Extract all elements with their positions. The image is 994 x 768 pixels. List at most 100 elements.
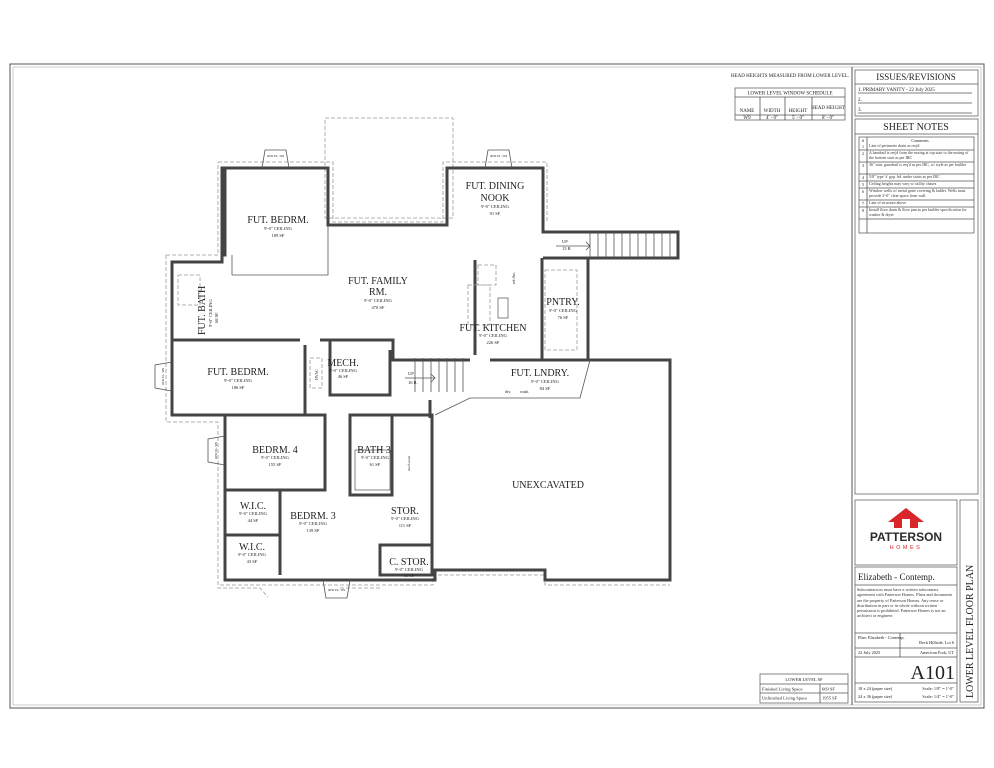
- window-schedule: HEAD HEIGHTS MEASURED FROM LOWER LEVEL. …: [731, 74, 849, 121]
- refrigerator-label: ref./frz.: [511, 272, 516, 284]
- plan-walls: [170, 166, 680, 582]
- window-tag: 4050 EL. W9: [328, 588, 346, 592]
- head-height-note: HEAD HEIGHTS MEASURED FROM LOWER LEVEL.: [731, 74, 849, 79]
- note-number: 4: [862, 175, 864, 180]
- svg-text:139 SF: 139 SF: [307, 528, 320, 533]
- revisions-title: ISSUES/REVISIONS: [876, 72, 956, 82]
- room-fut-bedrm-2: FUT. BEDRM. 9'-0" CEILING 186 SF: [207, 367, 268, 390]
- paper-size: 18 x 24 (paper size): [858, 686, 893, 691]
- note-text: Line of perimeter drain as req'd: [869, 143, 920, 148]
- svg-text:9'-0" CEILING: 9'-0" CEILING: [481, 204, 510, 209]
- room-stor: STOR. 9'-0" CEILING 111 SF: [391, 506, 420, 528]
- svg-text:W.I.C.: W.I.C.: [240, 501, 266, 512]
- svg-text:NOOK: NOOK: [481, 193, 511, 204]
- svg-text:155 SF: 155 SF: [269, 462, 282, 467]
- shelf-panel-label: shelf panel: [407, 456, 411, 471]
- scale: Scale: 1/8" = 1'-0": [922, 686, 954, 691]
- hvac-label: HVAC: [314, 369, 319, 380]
- disclaimer: Subcontractors must have a written subco…: [857, 587, 953, 619]
- window-tag: 4050 EL. W9: [267, 154, 285, 158]
- date: 22 July 2025: [858, 650, 880, 655]
- window-tag: 4050 EL. W9: [161, 367, 165, 385]
- notes-header: Comments: [911, 138, 929, 143]
- revision-item: 1. PRIMARY VANITY - 22 July 2025: [858, 88, 935, 93]
- svg-text:470 SF: 470 SF: [372, 305, 385, 310]
- svg-text:9'-0" CEILING: 9'-0" CEILING: [224, 378, 253, 383]
- location: American Fork, UT: [920, 650, 954, 656]
- cell: W9: [743, 116, 751, 121]
- svg-text:9'-0" CEILING: 9'-0" CEILING: [391, 516, 420, 521]
- note-number: 5: [862, 182, 864, 187]
- project-name: Elizabeth - Contemp.: [858, 572, 935, 582]
- svg-text:46 SF: 46 SF: [338, 374, 349, 379]
- room-fut-family-rm: FUT. FAMILY RM. 9'-0" CEILING 470 SF: [348, 276, 408, 310]
- notes-header: #: [862, 138, 864, 143]
- room-labels: FUT. BEDRM. 9'-0" CEILING 189 SF FUT. FA…: [197, 181, 584, 578]
- revision-item: 3.: [858, 108, 862, 113]
- room-fut-bedrm-1: FUT. BEDRM. 9'-0" CEILING 189 SF: [247, 215, 308, 238]
- note-text: Line of structure above: [869, 200, 907, 205]
- svg-text:BATH 3: BATH 3: [357, 445, 391, 456]
- scale: Scale: 1/4" = 1'-0": [922, 694, 954, 699]
- svg-text:186 SF: 186 SF: [232, 385, 245, 390]
- sheet-border: [9, 63, 985, 709]
- svg-text:FUT. BEDRM.: FUT. BEDRM.: [247, 215, 308, 226]
- col-header: NAME: [740, 109, 755, 114]
- stair-direction: UP: [562, 239, 568, 244]
- lot: Beck Hillside, Lot 6: [919, 640, 955, 646]
- room-fut-bath: FUT. BATH 9'-0" CEILING 68 SF: [197, 286, 219, 335]
- room-bath-3: BATH 3 9'-0" CEILING 61 SF: [357, 445, 391, 467]
- sheet-notes: SHEET NOTES # Comments 1 Line of perimete…: [854, 118, 979, 495]
- room-fut-kitchen: FUT. KITCHEN 9'-0" CEILING 226 SF: [459, 323, 526, 345]
- room-wic-1: W.I.C. 9'-0" CEILING 44 SF: [239, 501, 268, 523]
- svg-text:FUT. LNDRY.: FUT. LNDRY.: [511, 368, 569, 379]
- note-number: 3: [862, 163, 864, 168]
- svg-text:9'-0" CEILING: 9'-0" CEILING: [364, 298, 393, 303]
- svg-text:9'-0" CEILING: 9'-0" CEILING: [261, 455, 290, 460]
- note-number: 6: [862, 189, 864, 194]
- room-mech: MECH. 9'-0" CEILING 46 SF: [327, 358, 358, 379]
- window-wells: 4050 EL. W9 4050 EL. W9 4050 EL. W9 4050…: [154, 149, 513, 599]
- patterson-homes-logo: PATTERSON HOMES: [854, 499, 958, 566]
- room-fut-dining-nook: FUT. DINING NOOK 9'-0" CEILING 91 SF: [466, 181, 525, 216]
- svg-text:9'-0" CEILING: 9'-0" CEILING: [239, 511, 268, 516]
- svg-text:MECH.: MECH.: [327, 358, 358, 369]
- svg-text:RM.: RM.: [369, 287, 387, 298]
- svg-text:31 SF: 31 SF: [404, 573, 415, 578]
- note-text: Install floor drain & floor pan as per b…: [869, 207, 967, 217]
- unexcavated-label: UNEXCAVATED: [512, 480, 584, 491]
- cell: Finished Living Space: [762, 687, 803, 692]
- svg-text:C. STOR.: C. STOR.: [389, 557, 429, 568]
- cell: 1955 SF: [822, 696, 838, 701]
- sheet-notes-title: SHEET NOTES: [883, 122, 949, 133]
- stair-risers: 15 R.: [562, 246, 572, 251]
- area-table: LOWER LEVEL SF Finished Living Space 669…: [759, 673, 849, 704]
- revision-item: 2.: [858, 98, 862, 103]
- room-bedrm-3: BEDRM. 3 9'-0" CEILING 139 SF: [290, 511, 336, 533]
- col-header: WIDTH: [764, 109, 781, 114]
- room-c-stor: C. STOR. 9'-0" CEILING 31 SF: [389, 557, 429, 578]
- svg-text:226 SF: 226 SF: [487, 340, 500, 345]
- area-table-title: LOWER LEVEL SF: [785, 677, 823, 682]
- title-block: Elizabeth - Contemp. Subcontractors must…: [854, 499, 979, 703]
- washer-label: wash.: [520, 389, 529, 394]
- note-number: 1: [862, 144, 864, 149]
- stair-direction: UP: [408, 371, 414, 376]
- plan-name: Plan: Elizabeth - Contemp.: [858, 635, 905, 640]
- svg-text:84 SF: 84 SF: [540, 386, 551, 391]
- svg-text:9'-0" CEILING: 9'-0" CEILING: [479, 333, 508, 338]
- svg-text:FUT. DINING: FUT. DINING: [466, 181, 525, 192]
- stair-risers: 16 R.: [408, 380, 418, 385]
- room-fut-lndry: FUT. LNDRY. 9'-0" CEILING 84 SF: [511, 368, 569, 391]
- cell: 4' - 0": [766, 116, 778, 121]
- col-header: HEAD HEIGHT: [811, 106, 845, 111]
- note-text: A handrail is req'd from the nosing at t…: [869, 150, 969, 160]
- cell: 8' - 0": [822, 116, 834, 121]
- paper-size: 24 x 36 (paper size): [858, 694, 893, 699]
- svg-text:9'-0" CEILING: 9'-0" CEILING: [361, 455, 390, 460]
- room-wic-2: W.I.C. 9'-0" CEILING 43 SF: [238, 542, 267, 564]
- svg-text:111 SF: 111 SF: [399, 523, 412, 528]
- svg-text:FUT. BEDRM.: FUT. BEDRM.: [207, 367, 268, 378]
- svg-text:FUT. FAMILY: FUT. FAMILY: [348, 276, 408, 287]
